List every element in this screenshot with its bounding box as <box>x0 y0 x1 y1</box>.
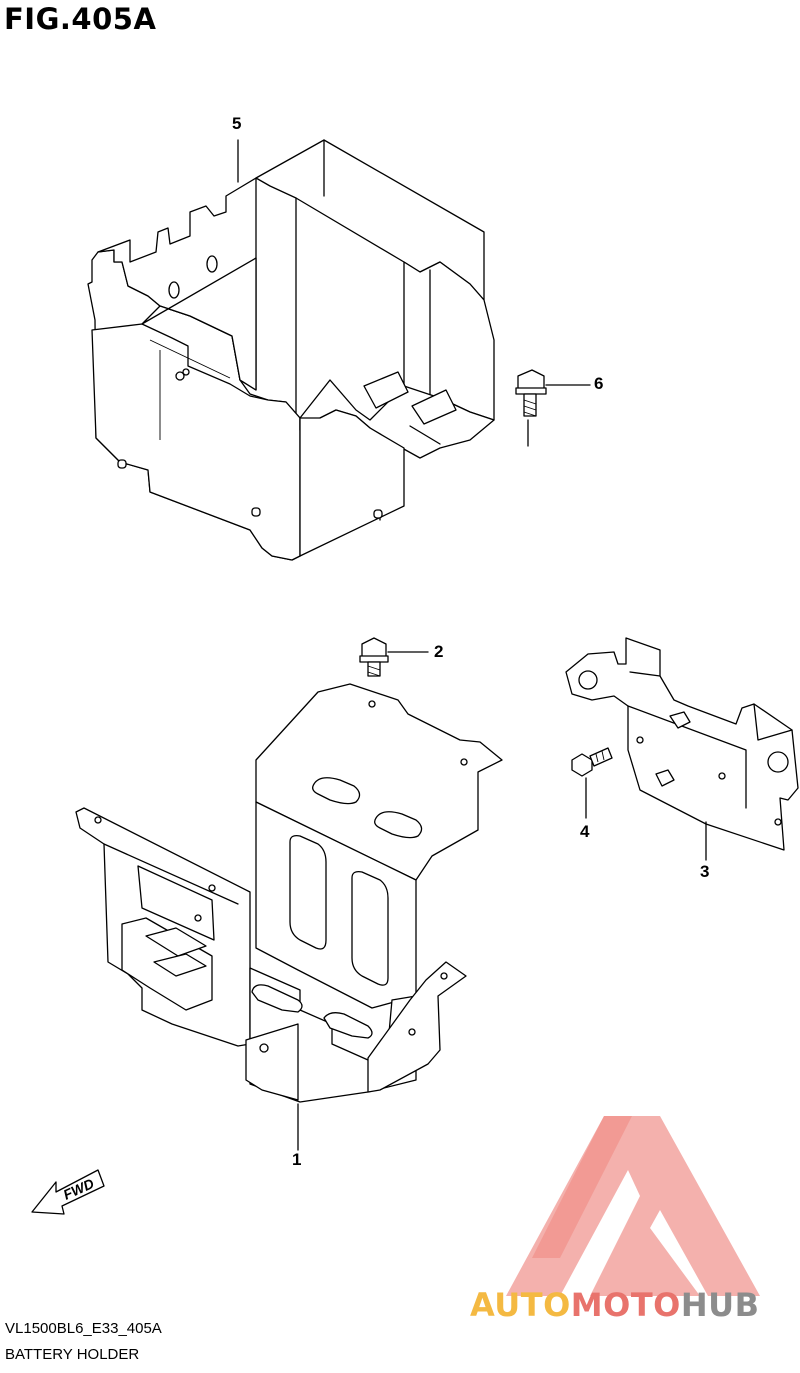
leader-lines <box>237 139 707 1151</box>
callout-4: 4 <box>580 822 590 841</box>
watermark-part-b: MOTO <box>570 1286 681 1324</box>
watermark-text: AUTOMOTOHUB <box>470 1286 760 1324</box>
watermark-part-a: AUTO <box>470 1286 571 1324</box>
part-6-bolt <box>515 369 547 417</box>
fwd-direction-arrow: FWD <box>31 1169 105 1215</box>
callout-6: 6 <box>594 374 604 393</box>
callout-2: 2 <box>434 642 444 661</box>
part-1-bracket <box>75 683 503 1103</box>
callout-3: 3 <box>700 862 710 881</box>
callout-1: 1 <box>292 1150 302 1169</box>
footer-caption: BATTERY HOLDER <box>5 1346 140 1363</box>
part-5-battery-case <box>87 139 495 561</box>
callout-5: 5 <box>232 114 242 133</box>
footer-code: VL1500BL6_E33_405A <box>5 1320 162 1337</box>
watermark-part-c: HUB <box>680 1286 760 1324</box>
part-4-bolt <box>571 747 613 777</box>
figure-title: FIG.405A <box>4 2 157 36</box>
watermark-logo <box>506 1116 760 1296</box>
part-3-side-bracket <box>565 637 799 851</box>
part-2-bolt <box>359 637 389 677</box>
